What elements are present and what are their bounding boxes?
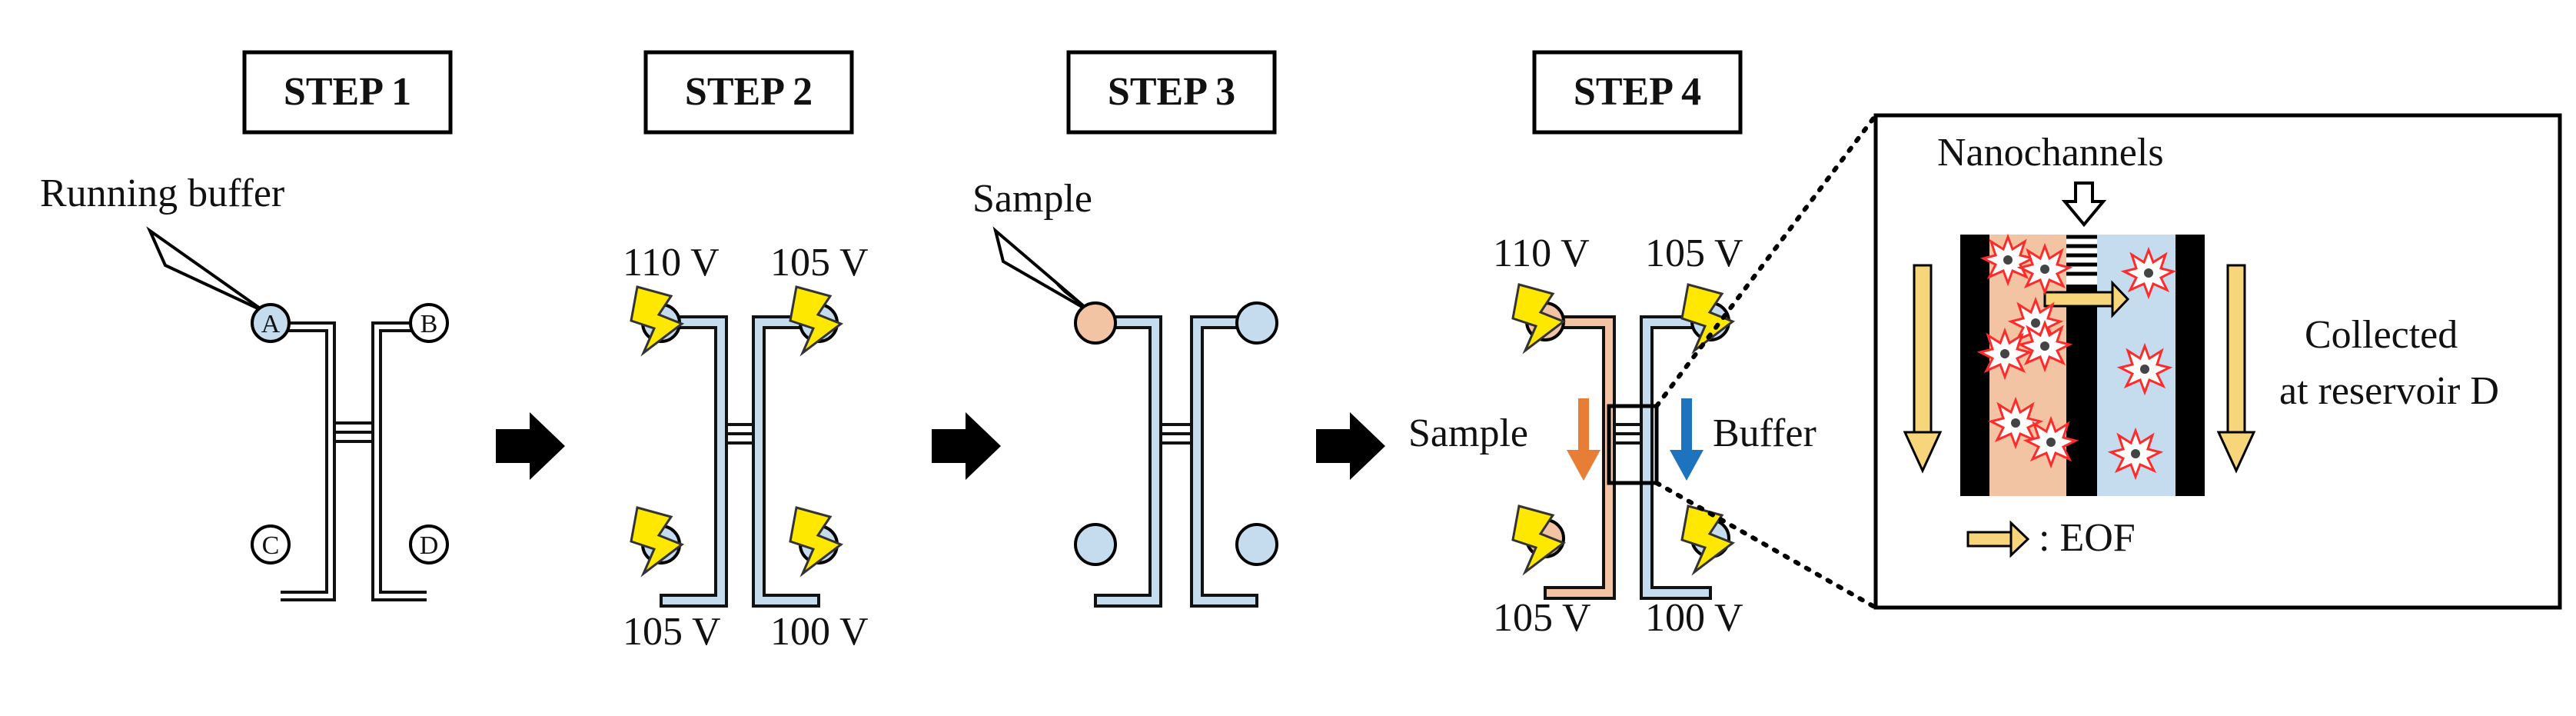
voltage-top-right: 105 V — [1645, 231, 1743, 275]
step-1-title: STEP 1 — [284, 70, 411, 114]
eof-legend-label: : EOF — [2039, 516, 2136, 560]
voltage-bottom-right: 100 V — [770, 610, 869, 654]
eof-transfer-arrow-icon — [2043, 280, 2130, 318]
step-1-title-box — [242, 50, 453, 135]
reservoir-d — [409, 525, 449, 564]
step-2: STEP 2 110 V 105 V 105 V 100 V — [623, 50, 869, 654]
chip-step-4 — [1544, 315, 1712, 600]
step-4-title: STEP 4 — [1574, 70, 1701, 114]
star-particle-icon — [2122, 248, 2175, 298]
pipette-icon — [146, 226, 266, 313]
reservoir-a-sample — [1074, 301, 1117, 345]
middle-wall — [2066, 285, 2097, 496]
voltage-top-left: 110 V — [623, 241, 720, 285]
voltage-bottom-left: 105 V — [623, 610, 721, 654]
sample-down-arrow-icon — [1567, 398, 1600, 481]
running-buffer-label: Running buffer — [40, 172, 284, 215]
voltage-top-left: 110 V — [1493, 231, 1590, 275]
eof-legend-arrow-icon — [1966, 520, 2030, 558]
step-2-title-box — [643, 50, 854, 135]
step-4-title-box — [1532, 50, 1743, 135]
collected-label-line2: at reservoir D — [2279, 369, 2499, 413]
chip-step-1 — [281, 321, 427, 601]
svg-text:C: C — [262, 531, 280, 560]
star-particle-icon — [1982, 235, 2034, 285]
reservoir-b — [409, 303, 449, 343]
step-3-title: STEP 3 — [1108, 70, 1235, 114]
star-particle-icon — [2109, 429, 2162, 478]
svg-text:B: B — [420, 310, 438, 338]
voltage-bottom-left: 105 V — [1493, 596, 1591, 640]
star-particle-icon — [2019, 245, 2071, 294]
star-particle-icon — [1979, 329, 2031, 378]
pipette-icon — [992, 226, 1092, 313]
left-wall — [1960, 235, 1989, 496]
star-particle-icon — [2025, 418, 2077, 467]
lightning-icon — [630, 285, 683, 355]
arrow-right-icon — [496, 412, 565, 480]
chip-step-3 — [1094, 315, 1258, 608]
nanochannels-pointer-arrow-icon — [2061, 181, 2107, 228]
svg-text:A: A — [261, 310, 281, 338]
buffer-down-arrow-icon — [1670, 398, 1703, 481]
collected-label-line1: Collected — [2305, 313, 2458, 357]
voltage-top-right: 105 V — [770, 241, 869, 285]
sample-flow-label: Sample — [1408, 411, 1528, 455]
zoom-inset: Nanochannels — [1873, 113, 2562, 610]
voltage-bottom-right: 100 V — [1645, 596, 1743, 640]
star-particle-icon — [2019, 321, 2071, 371]
buffer-flow-label: Buffer — [1713, 411, 1816, 455]
lightning-icon — [1511, 505, 1565, 574]
star-particle-icon — [2119, 345, 2171, 394]
arrow-right-icon — [1316, 412, 1385, 480]
zoom-line-bottom — [1654, 481, 1878, 610]
step-3: STEP 3 Sample — [972, 50, 1278, 608]
step-2-title: STEP 2 — [685, 70, 813, 114]
zoom-region — [1607, 404, 1659, 485]
reservoir-a — [251, 303, 291, 343]
svg-text:D: D — [420, 531, 439, 560]
lightning-icon — [1680, 505, 1734, 574]
step-4: STEP 4 110 V 105 V 105 V 100 V Sample Bu… — [1408, 50, 1878, 640]
lightning-icon — [789, 506, 843, 575]
nanochannels-label: Nanochannels — [1937, 131, 2164, 175]
lightning-icon — [630, 506, 683, 575]
nanochannel-lines — [2066, 235, 2097, 276]
step-3-title-box — [1066, 50, 1277, 135]
zoom-line-top — [1654, 113, 1878, 408]
sample-label: Sample — [972, 177, 1092, 221]
eof-down-arrow-right-icon — [2216, 264, 2256, 474]
lightning-icon — [789, 285, 843, 355]
step-1: STEP 1 Running buffer A B C D — [40, 50, 453, 601]
lightning-icon — [1511, 283, 1565, 352]
eof-down-arrow-left-icon — [1903, 264, 1943, 474]
right-wall — [2175, 235, 2205, 496]
arrow-right-icon — [932, 412, 1001, 480]
chip-step-2 — [660, 315, 820, 608]
reservoir-c — [251, 525, 291, 564]
